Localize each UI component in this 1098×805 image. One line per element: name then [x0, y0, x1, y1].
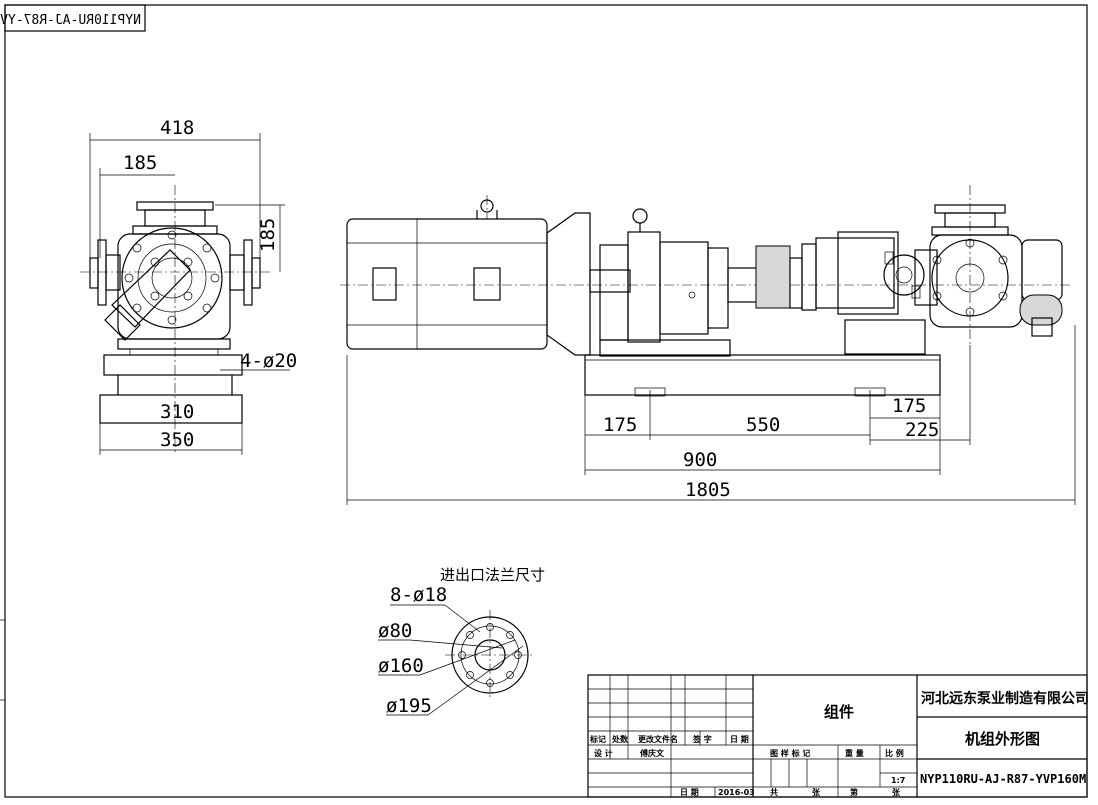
tb-drawing-name: 机组外形图 — [965, 730, 1040, 748]
flange-detail: 进出口法兰尺寸 8-ø18 ø80 ø160 ø195 — [378, 566, 545, 717]
tb-part-name: 组件 — [824, 703, 854, 721]
tb-scale: 1:7 — [891, 776, 905, 785]
tb-date: 2016-03 — [718, 788, 755, 797]
tb-sheet-label: 第 — [850, 787, 858, 797]
dim-225: 225 — [905, 419, 939, 441]
tb-h-doc: 更改文件名 — [638, 734, 678, 744]
tb-drawing-no: NYP110RU-AJ-R87-YVP160M — [920, 772, 1086, 786]
tb-total-label: 共 — [770, 787, 778, 797]
dim-175-left: 175 — [603, 414, 637, 436]
tb-sheet-unit2: 张 — [892, 788, 901, 797]
dim-900: 900 — [683, 449, 717, 471]
dim-base-350: 350 — [160, 429, 194, 451]
coupling — [727, 243, 817, 311]
front-dimensions: 175 550 175 225 900 1805 — [346, 325, 1076, 505]
dim-1805: 1805 — [685, 479, 731, 501]
dim-550: 550 — [746, 414, 780, 436]
tb-sheet-unit: 张 — [812, 788, 821, 797]
pump-housing — [929, 185, 1063, 345]
dim-width-418: 418 — [160, 117, 194, 139]
base-plate — [584, 354, 941, 397]
tb-h-date: 日 期 — [730, 734, 749, 744]
tb-design-label: 设 计 — [594, 748, 613, 758]
reducer — [589, 208, 731, 357]
tb-h-scale: 比 例 — [885, 748, 904, 758]
tb-company: 河北远东泵业制造有限公司 — [921, 690, 1089, 707]
tb-h-weight: 重 量 — [845, 748, 864, 758]
flange-d160-label: ø160 — [378, 655, 424, 677]
side-view: 418 185 185 4-ø20 310 350 — [80, 117, 297, 455]
flange-title: 进出口法兰尺寸 — [440, 566, 545, 584]
tb-date-label: 日 期 — [680, 787, 699, 797]
dim-base-310: 310 — [160, 401, 194, 423]
pump-front — [815, 231, 938, 355]
dim-height-185: 185 — [257, 218, 279, 252]
mirrored-code-text: NYP110RU-AJ-R87-YVP160M — [0, 13, 141, 28]
flange-bolt-holes — [458, 623, 522, 687]
motor — [346, 195, 591, 356]
flange-d80-label: ø80 — [378, 620, 412, 642]
tb-h-count: 处数 — [611, 734, 629, 744]
tb-h-mark: 标记 — [589, 734, 606, 744]
tb-h-stage: 图 样 标 记 — [770, 748, 810, 758]
front-view: 175 550 175 225 900 1805 — [340, 185, 1076, 505]
tb-h-sign: 签 字 — [692, 734, 712, 744]
side-view-bolts — [124, 230, 220, 325]
title-block: 标记 处数 更改文件名 签 字 日 期 设 计 傅庆文 日 期 2016-03 … — [587, 674, 1089, 798]
drawing-border — [4, 4, 1088, 798]
mirrored-code-label: NYP110RU-AJ-R87-YVP160M — [0, 4, 146, 32]
dim-foot-holes: 4-ø20 — [240, 350, 297, 372]
dim-175-right: 175 — [892, 395, 926, 417]
flange-holes-label: 8-ø18 — [390, 584, 447, 606]
flange-d195-label: ø195 — [386, 695, 432, 717]
tb-designer: 傅庆文 — [639, 748, 665, 758]
dim-width-185: 185 — [123, 152, 157, 174]
